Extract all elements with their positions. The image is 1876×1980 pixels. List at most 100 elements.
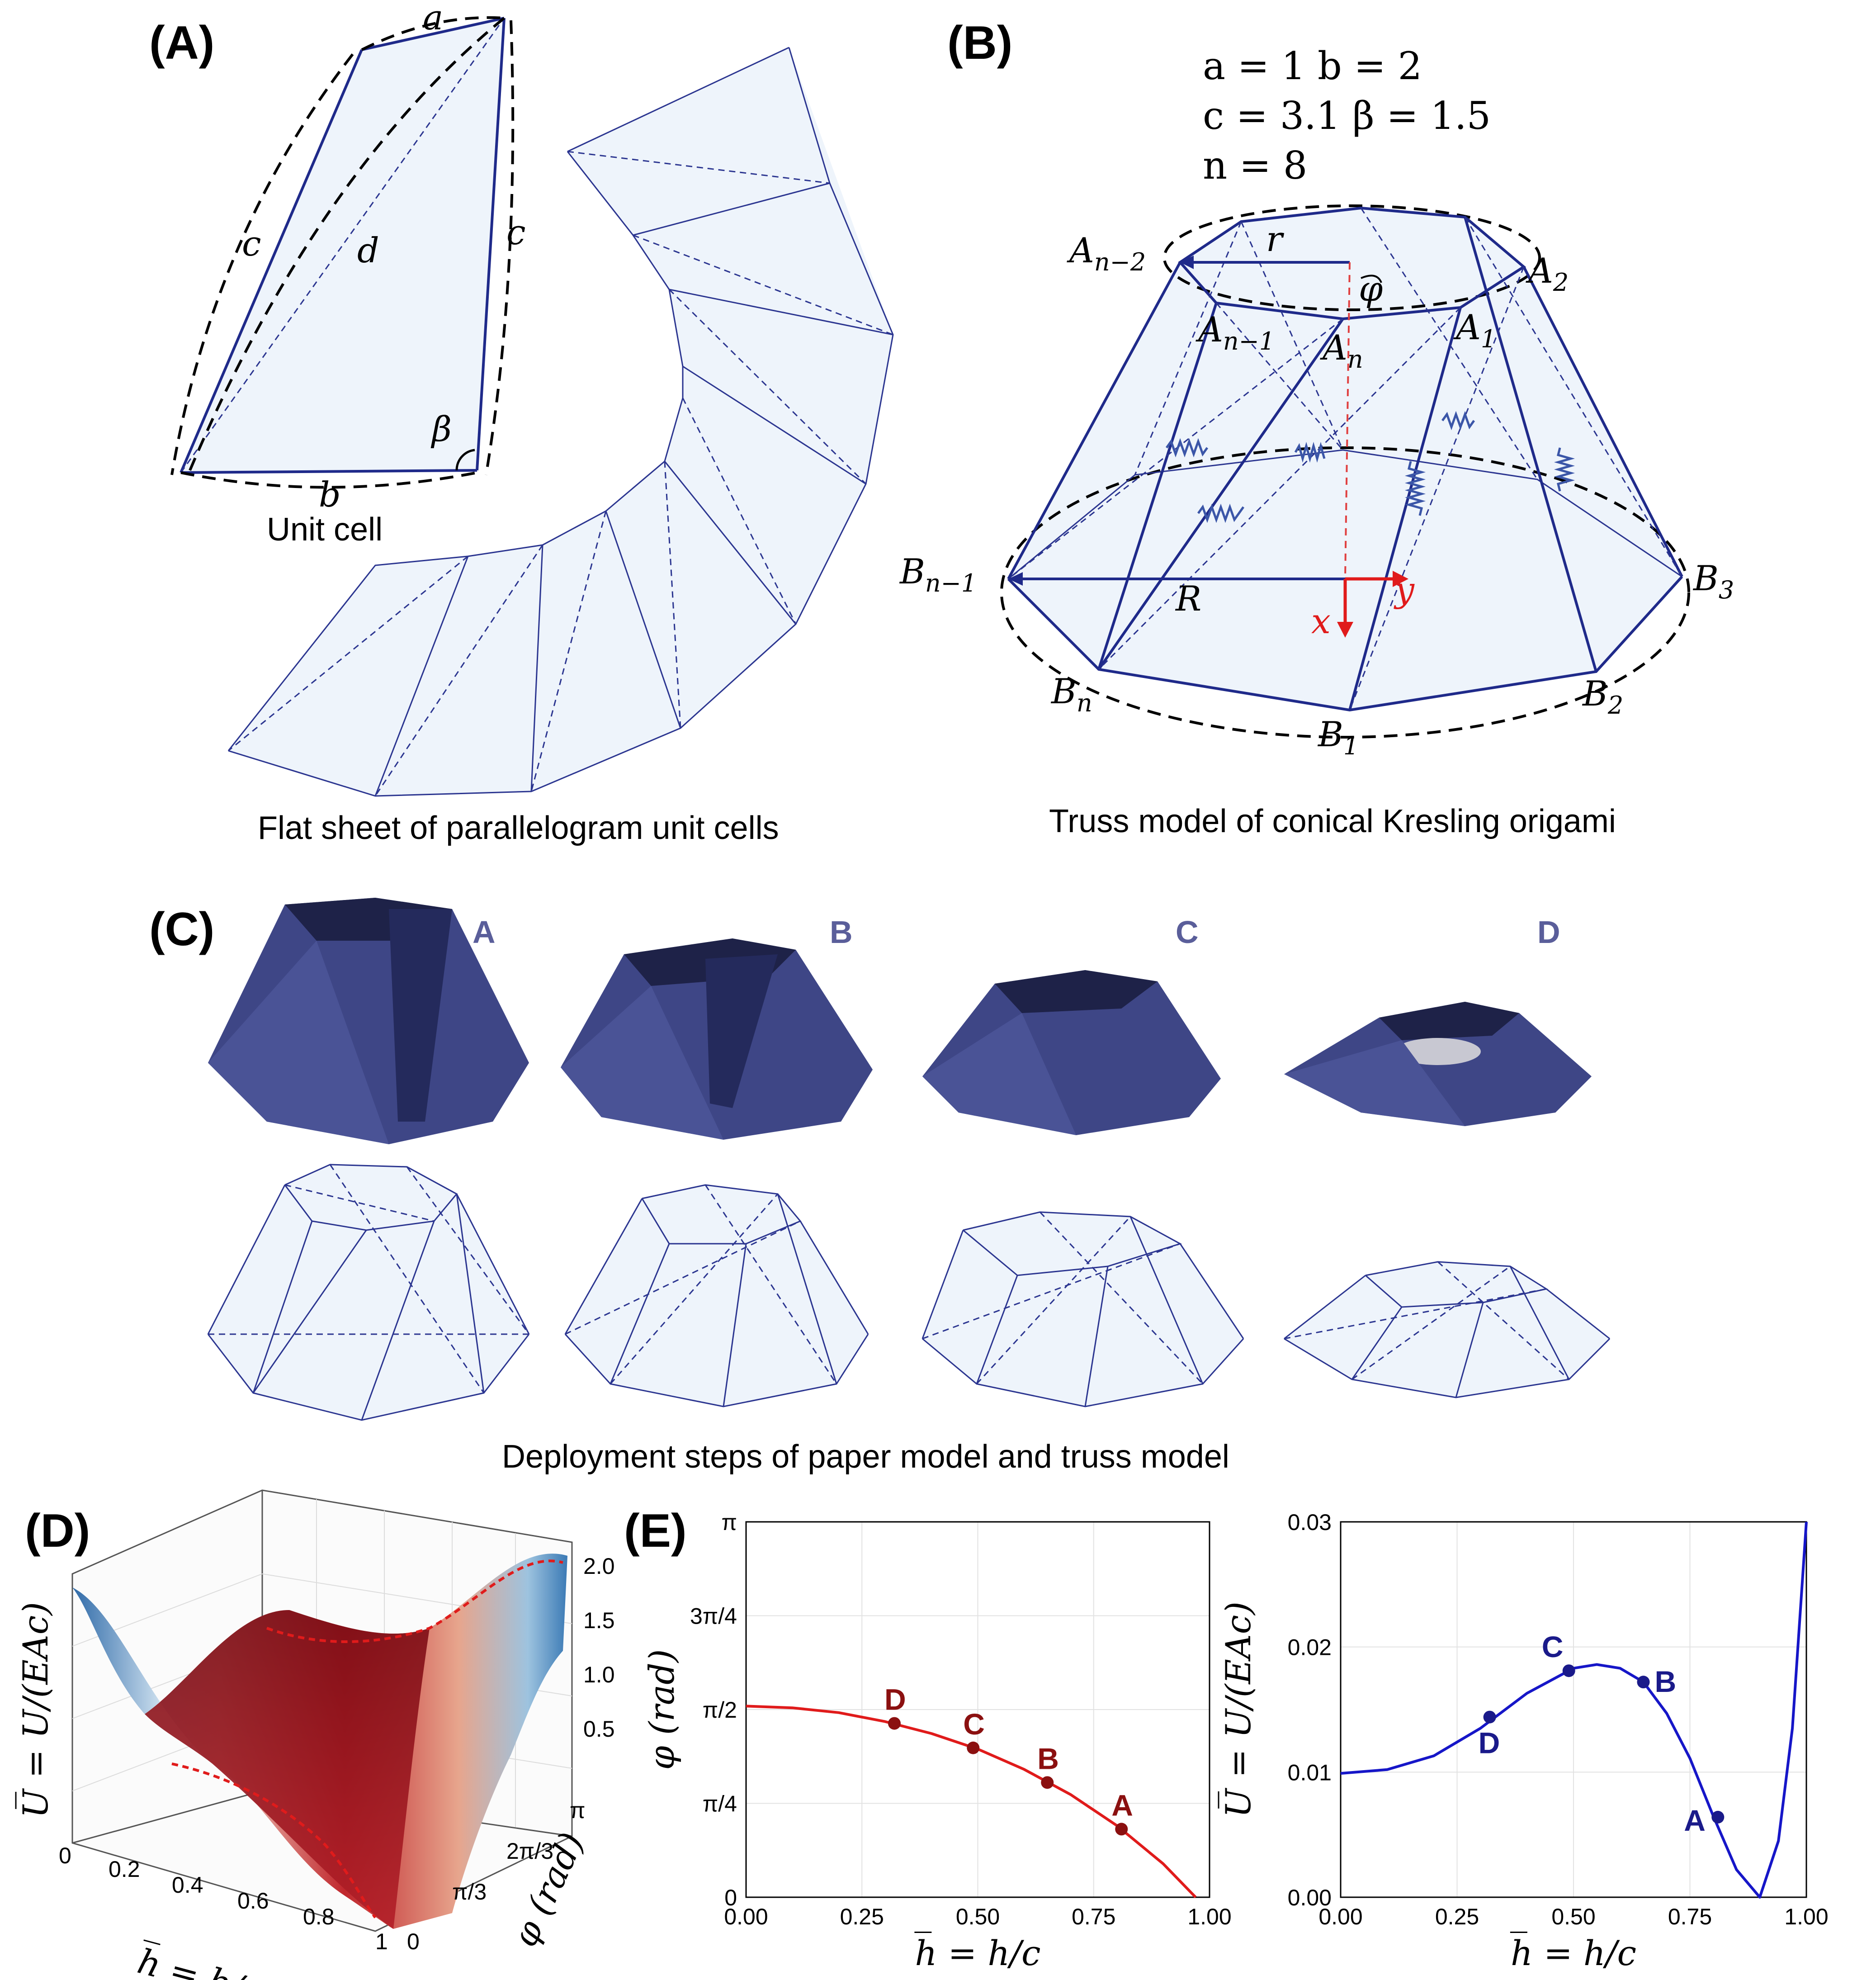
step-label-d: D (1537, 914, 1560, 950)
z-tick-3: 2.0 (583, 1554, 615, 1579)
label-c-left: c (242, 223, 261, 264)
x-tick-label: 0.00 (1318, 1904, 1362, 1929)
x-tick-0: 0 (59, 1843, 71, 1868)
x-tick-4: 0.8 (303, 1904, 335, 1929)
y-tick-label: 3π/4 (690, 1604, 737, 1629)
x-tick-label: 1.00 (1187, 1904, 1231, 1929)
point-b (1041, 1776, 1054, 1789)
truss-caption: Truss model of conical Kresling origami (1049, 803, 1616, 839)
step-label-b: B (830, 914, 853, 950)
plot-frame (745, 1521, 1210, 1898)
x-tick-label: 0.00 (724, 1904, 768, 1929)
z-tick-2: 1.5 (583, 1608, 615, 1633)
y-tick-label: π/2 (703, 1697, 737, 1723)
x-tick-label: 0.25 (840, 1904, 884, 1929)
x-tick-label: 0.75 (1072, 1904, 1115, 1929)
plot-frame (1340, 1521, 1807, 1898)
param-line-1: a = 1 b = 2 (1203, 44, 1422, 88)
label-a: a (423, 0, 443, 38)
y-tick-label: 0.00 (1288, 1885, 1332, 1910)
y-tick-label: 0.01 (1288, 1760, 1332, 1785)
flat-sheet-caption: Flat sheet of parallelogram unit cells (258, 810, 779, 846)
x-tick-2: 0.4 (172, 1872, 203, 1898)
point-b (1637, 1676, 1650, 1689)
label-y: y (1394, 569, 1415, 610)
y-axis-label: φ (rad) (642, 1649, 682, 1770)
y-tick-1: π/3 (452, 1879, 487, 1904)
x-tick-label: 0.25 (1435, 1904, 1479, 1929)
y-tick-label: π/4 (703, 1791, 737, 1817)
label-A2: A2 (1526, 251, 1569, 297)
label-An2: An−2 (1067, 230, 1146, 276)
paper-model-c (922, 970, 1221, 1135)
x-axis-label: h̅ = h/c (1510, 1931, 1636, 1973)
y-tick-label: π (722, 1510, 737, 1535)
panel-c-label: (C) (149, 903, 214, 956)
flat-sheet (227, 47, 894, 797)
deployment-caption: Deployment steps of paper model and trus… (502, 1439, 1229, 1475)
label-Bn: Bn (1050, 671, 1092, 717)
label-beta: β (430, 409, 452, 449)
step-label-c: C (1176, 914, 1199, 950)
y-tick-label: 0 (724, 1885, 737, 1910)
label-phi: φ (1359, 269, 1383, 309)
z-tick-0: 0.5 (583, 1716, 615, 1742)
label-c-right: c (506, 212, 526, 252)
spring-icons (1165, 411, 1575, 523)
point-d (888, 1717, 901, 1730)
point-label-a: A (1111, 1788, 1133, 1822)
unit-cell: a c c d β b Unit cell (170, 0, 526, 548)
y-axis-label: U̅ = U/(EAc) (1217, 1601, 1258, 1818)
point-d (1483, 1710, 1496, 1724)
label-B1: B1 (1317, 714, 1359, 760)
x-tick-label: 0.50 (1551, 1904, 1595, 1929)
label-A1: A1 (1453, 307, 1496, 353)
d-zlabel: U̅ = U/(EAc) (14, 1602, 56, 1818)
label-d: d (357, 230, 379, 270)
label-b: b (319, 474, 341, 515)
x-tick-label: 0.75 (1668, 1904, 1712, 1929)
panel-b-label: (B) (947, 17, 1012, 69)
y-tick-3: π (570, 1798, 586, 1823)
step-label-a: A (473, 914, 496, 950)
y-tick-label: 0.02 (1288, 1635, 1332, 1660)
label-R: R (1175, 578, 1201, 619)
point-label-b: B (1655, 1665, 1677, 1698)
d-xlabel: h̅ = h/c (133, 1939, 266, 1980)
label-r: r (1266, 219, 1285, 259)
point-label-a: A (1684, 1804, 1706, 1837)
unit-cell-caption: Unit cell (267, 512, 383, 548)
panel-c: (C) A B C D (149, 898, 1611, 1475)
y-tick-0: 0 (407, 1929, 420, 1954)
z-tick-1: 1.0 (583, 1662, 615, 1687)
param-line-3: n = 8 (1203, 143, 1307, 188)
x-tick-3: 0.6 (237, 1888, 269, 1914)
panel-a-label: (A) (149, 17, 214, 69)
truss-model-a (207, 1164, 530, 1421)
point-a (1115, 1823, 1128, 1836)
truss-model-b (564, 1184, 869, 1407)
vertex-labels: An−2 A2 An−1 An A1 Bn−1 B3 Bn B2 B1 (899, 230, 1734, 760)
point-c (1562, 1664, 1575, 1677)
paper-model-d (1284, 1002, 1592, 1126)
y-tick-2: 2π/3 (506, 1838, 553, 1864)
label-B3: B3 (1692, 558, 1734, 604)
panel-e-label: (E) (624, 1505, 687, 1557)
label-x: x (1311, 601, 1331, 641)
truss-model-c (921, 1211, 1244, 1407)
label-An: An (1320, 327, 1363, 374)
param-line-2: c = 3.1 β = 1.5 (1203, 94, 1491, 138)
panel-a: (A) a c c d β b Unit cell (149, 0, 894, 846)
panel-b: (B) a = 1 b = 2 c = 3.1 β = 1.5 n = 8 (899, 17, 1734, 839)
y-tick-label: 0.03 (1288, 1510, 1332, 1535)
point-label-d: D (884, 1683, 906, 1716)
label-B2: B2 (1582, 673, 1623, 720)
panel-e: (E) (624, 1505, 687, 1557)
truss-model-d (1284, 1261, 1611, 1398)
point-label-c: C (963, 1707, 985, 1741)
panel-d-label: (D) (25, 1505, 90, 1557)
paper-model-b (561, 938, 873, 1140)
x-tick-5: 1 (375, 1929, 388, 1954)
